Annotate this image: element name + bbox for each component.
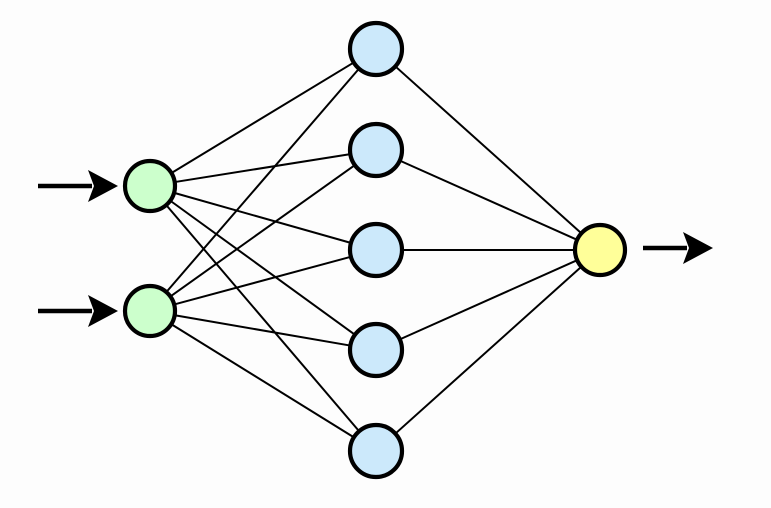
- edge-h4-o1: [400, 259, 577, 340]
- edge-h2-o1: [400, 160, 577, 241]
- edge-i1-h2: [176, 153, 349, 183]
- input-node-2-circle[interactable]: [122, 283, 178, 339]
- output-arrow-head: [683, 232, 713, 264]
- hidden-node-2-circle[interactable]: [347, 121, 405, 179]
- hidden-node-3-circle[interactable]: [347, 221, 405, 279]
- edge-i2-h5: [172, 324, 354, 438]
- nodes-group: [122, 20, 628, 480]
- input-arrow-bottom-head: [88, 295, 118, 327]
- input-node-1-circle[interactable]: [122, 158, 178, 214]
- input-node-1[interactable]: [122, 158, 178, 214]
- hidden-node-5[interactable]: [347, 422, 405, 480]
- arrows-group: [38, 170, 713, 327]
- edge-i2-h3: [175, 256, 350, 306]
- edges-group: [166, 62, 581, 438]
- edge-i1-h1: [172, 62, 353, 174]
- hidden-node-2[interactable]: [347, 121, 405, 179]
- edge-i2-h2: [171, 165, 355, 297]
- hidden-node-4[interactable]: [347, 321, 405, 379]
- edge-i1-h5: [166, 205, 359, 431]
- input-arrow-top-head: [88, 170, 118, 202]
- hidden-node-4-circle[interactable]: [347, 321, 405, 379]
- hidden-node-5-circle[interactable]: [347, 422, 405, 480]
- edge-i1-h3: [175, 192, 350, 244]
- input-arrow-top: [38, 170, 118, 202]
- hidden-node-1-circle[interactable]: [347, 20, 405, 78]
- output-arrow: [643, 232, 713, 264]
- hidden-node-3[interactable]: [347, 221, 405, 279]
- edge-i2-h1: [166, 69, 359, 292]
- hidden-node-1[interactable]: [347, 20, 405, 78]
- edge-i1-h4: [170, 200, 355, 335]
- edge-h5-o1: [395, 267, 581, 434]
- edge-i2-h4: [176, 314, 349, 347]
- output-node-1-circle[interactable]: [572, 222, 628, 278]
- input-node-2[interactable]: [122, 283, 178, 339]
- output-node-1[interactable]: [572, 222, 628, 278]
- edge-h1-o1: [395, 66, 581, 233]
- input-arrow-bottom: [38, 295, 118, 327]
